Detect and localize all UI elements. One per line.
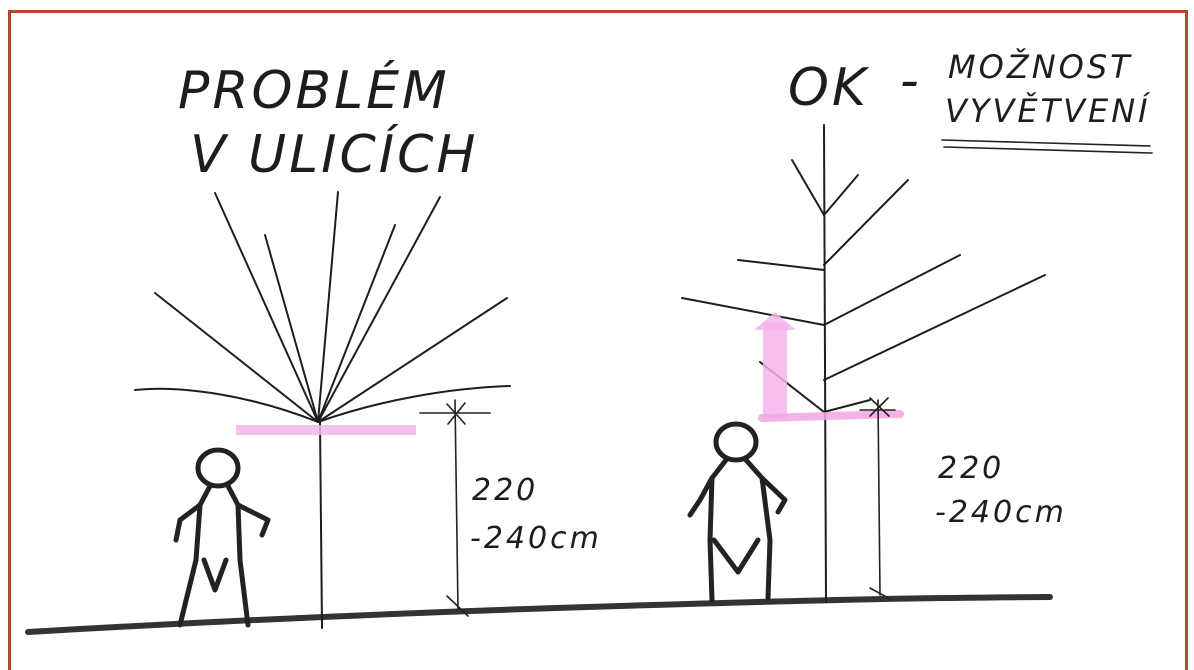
right-tree-trunk [824,125,826,602]
right-height-label-line2: -240cm [935,495,1067,530]
left-crown-base-highlight [236,425,416,435]
right-person [690,424,785,600]
right-title-line1: MOŽNOST [948,48,1133,86]
left-height-dimension: 220 -240cm [420,400,602,616]
left-height-label-line1: 220 [472,473,538,508]
right-title-dash: - [900,51,922,111]
right-raise-arrow-shaft [763,323,787,418]
right-title-ok: OK [788,58,870,118]
left-title-line2: V ULICÍCH [190,124,479,185]
right-raise-arrow-head [754,312,796,330]
left-tree [135,192,510,628]
left-height-label-line2: -240cm [470,521,602,556]
right-crown-base-highlight [762,414,900,418]
right-height-dimension: 220 -240cm [860,398,1067,600]
right-title-underline [942,140,1152,153]
right-tree [682,125,1045,602]
right-title-line2: VYVĚTVENÍ [945,92,1151,130]
left-title-line1: PROBLÉM [178,60,450,121]
right-height-label-line1: 220 [938,451,1004,486]
left-person [176,450,268,625]
left-tree-trunk [320,422,322,628]
